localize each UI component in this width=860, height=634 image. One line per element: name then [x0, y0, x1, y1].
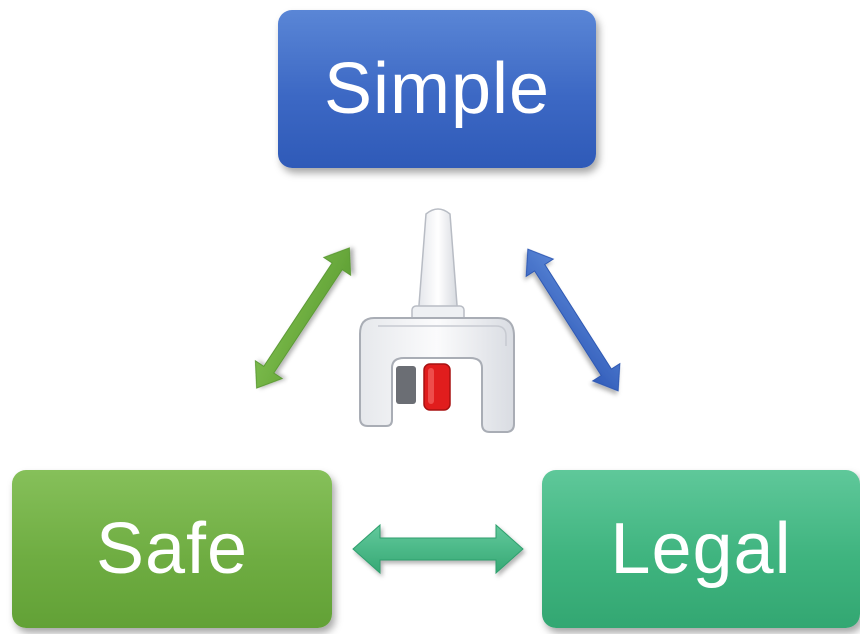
simple-legal-arrow: [525, 248, 621, 392]
nasal-spray-device-icon: [359, 208, 515, 433]
safe-legal-arrow: [352, 523, 524, 575]
safe-simple-arrow: [254, 247, 352, 389]
safe-label: Safe: [95, 509, 249, 589]
safe-node: Safe: [12, 470, 332, 628]
legal-label: Legal: [610, 509, 792, 589]
simple-label: Simple: [323, 49, 551, 129]
legal-node: Legal: [542, 470, 860, 628]
simple-node: Simple: [278, 10, 596, 168]
